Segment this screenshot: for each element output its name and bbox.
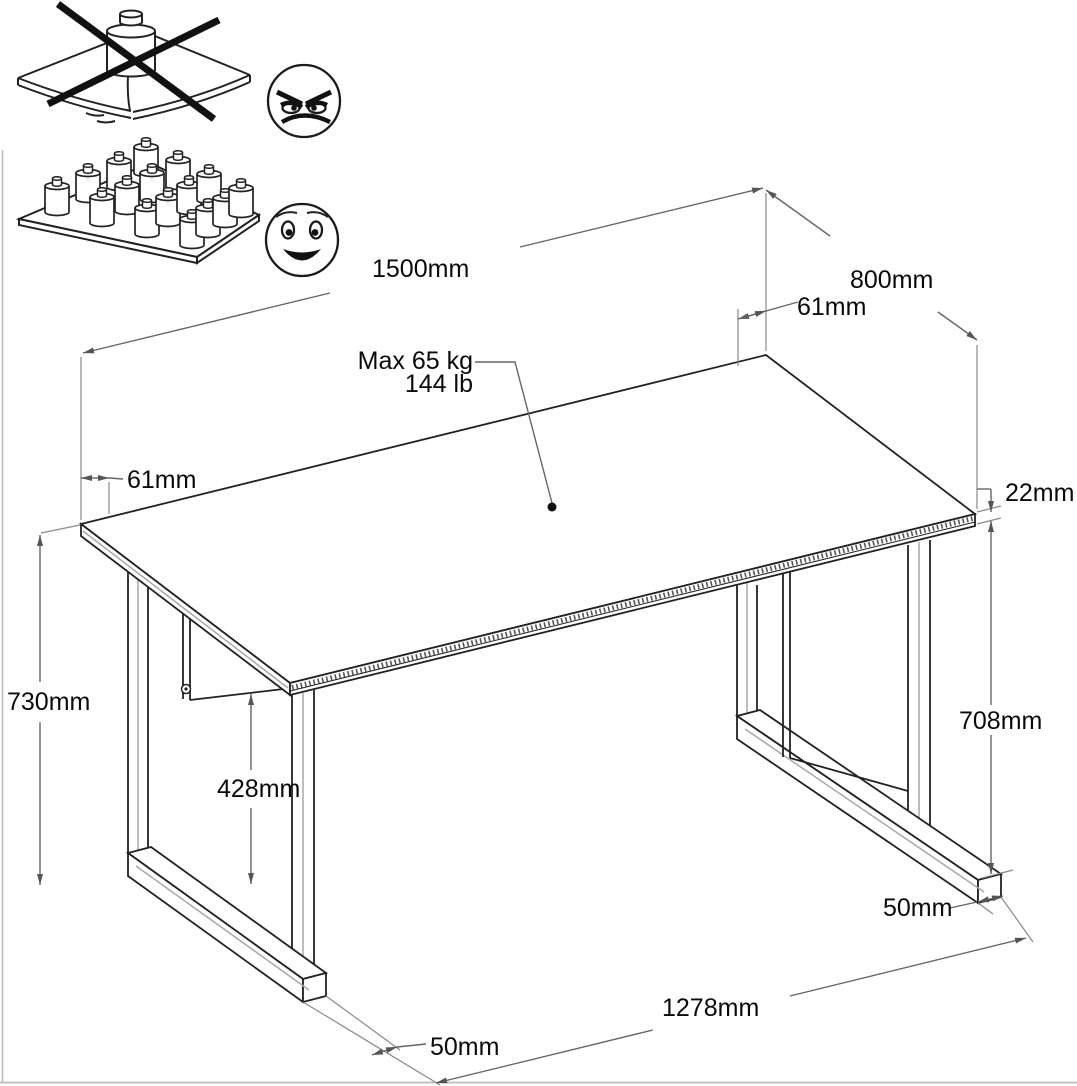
dim-label-top-thickness: 22mm [1005,479,1074,507]
dim-label-foot-profile-left: 50mm [430,1033,499,1061]
page-border [0,150,1077,1084]
dim-label-leg-height: 708mm [959,707,1042,735]
dimension-leg-height: 708mm [959,521,1042,874]
dimension-annotations: 1500mm 800mm 61mm 61mm Max 65 kg 144 lb [7,187,1074,1086]
dim-label-leg-inset-left: 61mm [127,466,196,494]
load-point-dot [547,502,557,512]
max-load-kg: Max 65 kg [358,347,473,375]
dimension-distance-between-legs: 1278mm [435,937,1027,1084]
dim-label-underpanel-clearance: 428mm [217,775,300,803]
desk-isometric-drawing [78,354,1004,1004]
right-side-panel [782,560,909,792]
distributed-load-icon [15,136,262,265]
cross-out-x-icon [46,1,221,122]
max-load-callout: Max 65 kg 144 lb [358,347,557,512]
dimension-length: 1500mm [82,187,764,354]
dim-label-leg-inset-back: 61mm [797,293,866,321]
dimension-top-thickness: 22mm [977,479,1074,512]
dim-label-depth: 800mm [850,266,933,294]
dimension-depth: 800mm [765,189,978,341]
tabletop [78,354,978,697]
dimension-foot-profile-left: 50mm [371,1033,499,1061]
max-load-lb: 144 lb [405,370,473,398]
dimension-leg-inset-left: 61mm [81,466,196,494]
single-point-load-crossed-icon [17,1,251,124]
right-leg [734,540,1004,905]
happy-face-icon [264,202,340,278]
left-side-panel [180,598,293,701]
dim-label-foot-profile-right: 50mm [883,894,952,922]
dim-label-distance-between-legs: 1278mm [662,994,759,1022]
dimension-underpanel-clearance: 428mm [217,694,300,884]
dim-label-length: 1500mm [372,255,469,283]
left-leg [125,570,329,1004]
dimension-foot-profile-right: 50mm [883,894,1004,922]
angry-face-icon [266,63,342,139]
dimension-leg-inset-back: 61mm [737,293,866,321]
dimension-height: 730mm [7,535,90,885]
dim-label-height: 730mm [7,688,90,716]
